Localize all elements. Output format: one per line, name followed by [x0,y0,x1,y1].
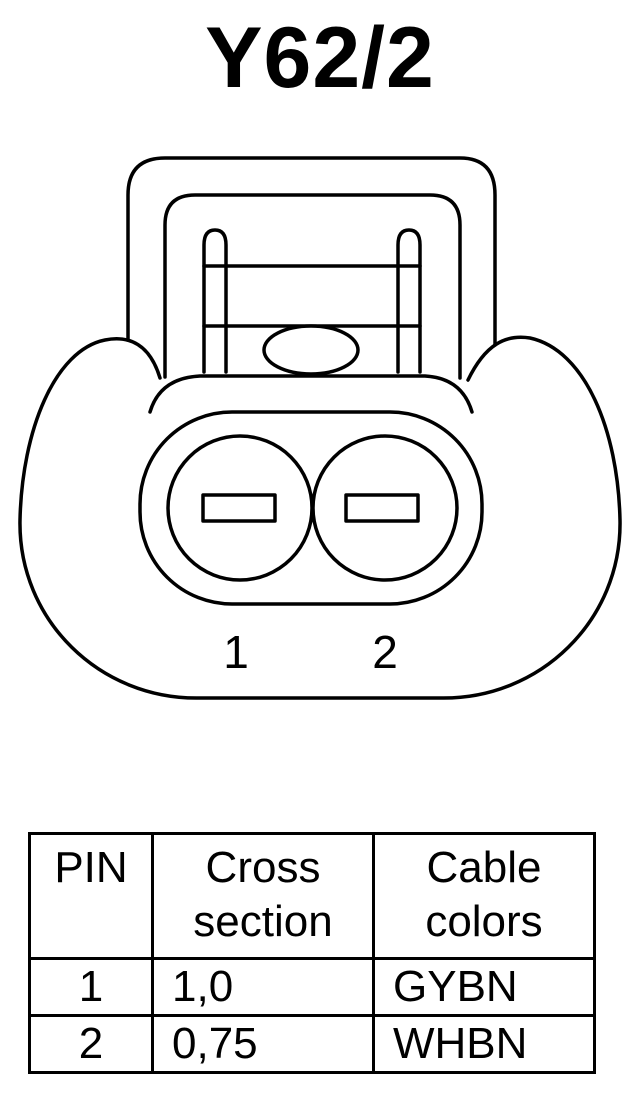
latch-post-left [202,228,228,374]
header-cable-colors: Cable colors [372,832,596,960]
cell-pin: 2 [28,1014,154,1074]
pin-socket-2 [311,434,459,582]
cell-cross-section: 0,75 [151,1014,375,1074]
table-row: 1 1,0 GYBN [28,957,596,1017]
header-colors-line2: colors [425,897,543,946]
header-pin-label: PIN [54,843,128,892]
body-shoulder [148,374,474,414]
latch-inner-frame [163,193,462,380]
latch-hole [262,324,360,376]
connector-body-outline [18,335,622,700]
pin-label-1: 1 [223,626,249,678]
connector-title: Y62/2 [205,10,435,106]
header-cross-line2: section [193,897,333,946]
connector-drawing: 1 2 [18,156,622,700]
pin-contact-2 [344,493,420,523]
cell-cable-color: WHBN [372,1014,596,1074]
cell-pin: 1 [28,957,154,1017]
pin-housing [138,410,484,606]
header-cross-line1: Cross [205,843,321,892]
header-cross-section: Cross section [151,832,375,960]
table-header-row: PIN Cross section Cable colors [28,832,596,960]
pin-label-2: 2 [372,626,398,678]
header-pin: PIN [28,832,154,960]
latch-post-right [396,228,422,374]
latch-outer-frame [126,156,497,347]
cell-cable-color: GYBN [372,957,596,1017]
pin-socket-1 [166,434,314,582]
pin-table: PIN Cross section Cable colors 1 1,0 GYB… [28,832,596,1074]
table-row: 2 0,75 WHBN [28,1014,596,1074]
header-colors-line1: Cable [426,843,542,892]
pin-contact-1 [201,493,277,523]
cell-cross-section: 1,0 [151,957,375,1017]
